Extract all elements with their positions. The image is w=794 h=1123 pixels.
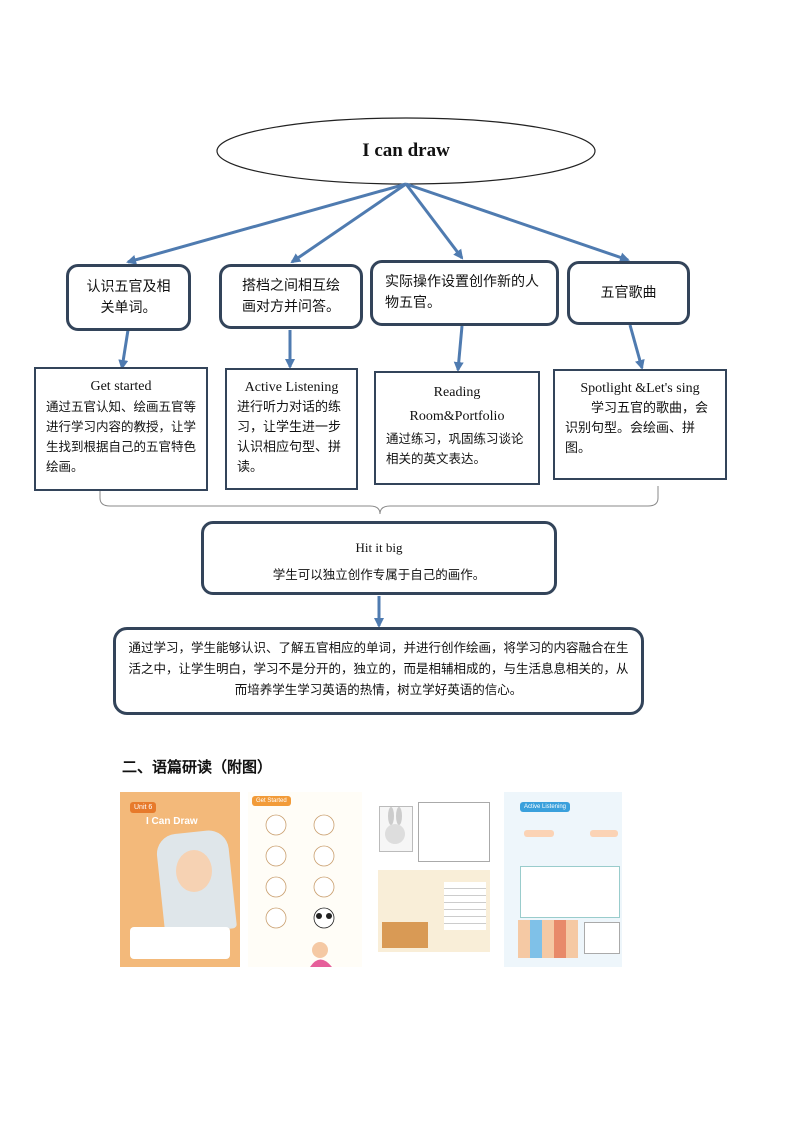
section-head-1: Get started — [90, 379, 152, 394]
topic-box-1: 认识五官及相关单词。 — [66, 264, 191, 331]
get-started-badge: Get Started — [252, 796, 291, 806]
unit-badge: Unit 6 — [130, 802, 157, 813]
arrow-root-topic-2 — [290, 182, 407, 264]
thumbnail-cover: Unit 6 I Can Draw — [120, 792, 240, 967]
summary-text: 通过学习，学生能够认识、了解五官相应的单词，并进行创作绘画，将学习的内容融合在生… — [128, 640, 629, 697]
rabbit-icon — [385, 807, 405, 844]
thumbnail-reading — [376, 792, 492, 967]
unit-title: I Can Draw — [146, 816, 198, 827]
section-body-1: 通过五官认知、绘画五官等进行学习内容的教授，让学生找到根据自己的五官特色绘画。 — [46, 399, 197, 474]
topic-text-2: 搭档之间相互绘画对方并问答。 — [242, 277, 340, 315]
arrow-root-topic-3 — [404, 183, 464, 260]
section-body-3: 通过练习，巩固练习谈论相关的英文表达。 — [386, 431, 524, 466]
active-listening-badge: Active Listening — [520, 802, 571, 812]
root-title: I can draw — [362, 140, 450, 161]
arrow-topic-section-1 — [118, 329, 130, 370]
arrow-topic-section-4 — [628, 324, 645, 370]
listening-bubble — [524, 830, 554, 837]
hit-head: Hit it big — [355, 540, 403, 555]
section-head-2: Active Listening — [244, 380, 339, 395]
arrow-topic-section-3 — [453, 325, 464, 372]
topic-box-2: 搭档之间相互绘画对方并问答。 — [219, 264, 363, 329]
dialog-box — [584, 922, 620, 954]
listening-bubble-2 — [590, 830, 618, 837]
topic-box-3: 实际操作设置创作新的人物五官。 — [370, 260, 559, 326]
topic-text-1: 认识五官及相关单词。 — [86, 278, 171, 316]
topic-text-4: 五官歌曲 — [600, 284, 657, 301]
brace — [99, 486, 659, 515]
listening-worksheet — [520, 866, 620, 918]
section-box-4: Spotlight &Let's sing 学习五官的歌曲，会识别句型。会绘画、… — [553, 369, 727, 480]
topic-text-3: 实际操作设置创作新的人物五官。 — [385, 274, 539, 311]
arrow-root-topic-1 — [126, 182, 407, 265]
section-head-4: Spotlight &Let's sing — [580, 381, 700, 396]
children-illustration — [518, 920, 578, 958]
cover-face — [176, 850, 212, 892]
section-body-4: 学习五官的歌曲，会识别句型。会绘画、拼图。 — [565, 401, 709, 456]
section-body-2: 进行听力对话的练习，让学生进一步认识相应句型、拼读。 — [237, 400, 342, 475]
cover-note — [130, 927, 230, 959]
scene-table — [382, 922, 428, 948]
section-head-3: Reading Room&Portfolio — [409, 385, 505, 424]
section-heading: 二、语篇研读（附图） — [122, 758, 273, 776]
section-box-2: Active Listening 进行听力对话的练习，让学生进一步认识相应句型、… — [225, 368, 358, 490]
summary-box: 通过学习，学生能够认识、了解五官相应的单词，并进行创作绘画，将学习的内容融合在生… — [113, 627, 644, 715]
scene-grid — [444, 882, 486, 930]
section-box-1: Get started 通过五官认知、绘画五官等进行学习内容的教授，让学生找到根… — [34, 367, 208, 491]
arrow-root-topic-4 — [405, 182, 630, 263]
blank-drawing-area — [418, 802, 490, 862]
topic-box-4: 五官歌曲 — [567, 261, 690, 325]
thumbnail-get-started: Get Started — [248, 792, 362, 967]
hit-box: Hit it big 学生可以独立创作专属于自己的画作。 — [201, 521, 557, 595]
section-box-3: Reading Room&Portfolio 通过练习，巩固练习谈论相关的英文表… — [374, 371, 540, 485]
face-steps-figure — [265, 814, 335, 967]
hit-body: 学生可以独立创作专属于自己的画作。 — [272, 567, 486, 582]
thumbnail-active-listening: Active Listening — [504, 792, 622, 967]
